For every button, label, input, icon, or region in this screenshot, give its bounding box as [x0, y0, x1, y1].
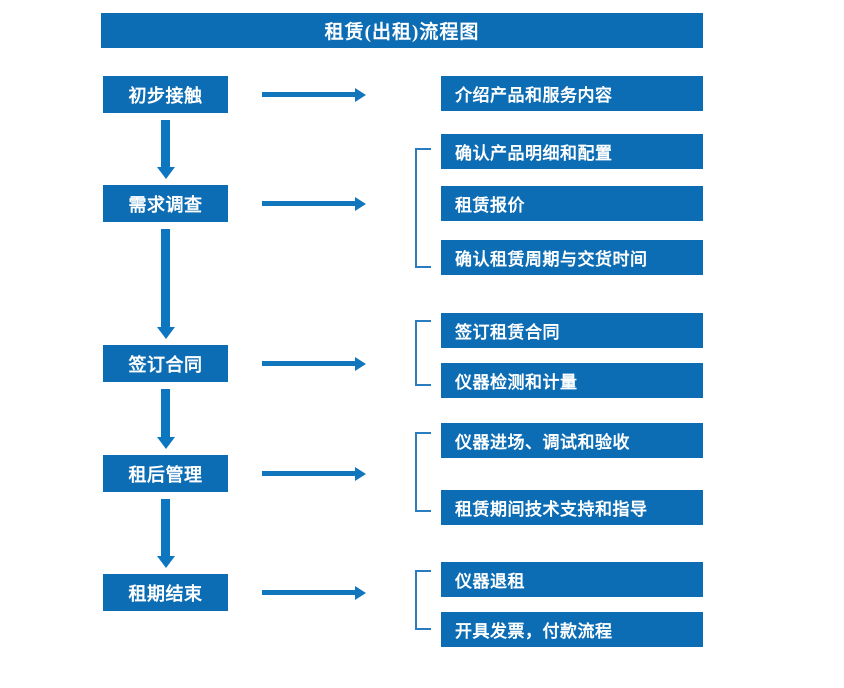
page-title: 租赁(出租)流程图	[101, 13, 703, 48]
bracket-group-4	[415, 432, 431, 512]
detail-box-4[interactable]: 确认租赁周期与交货时间	[441, 240, 703, 275]
detail-box-3[interactable]: 租赁报价	[441, 186, 703, 221]
stage-box-3[interactable]: 签订合同	[103, 345, 228, 382]
horizontal-arrow-1	[262, 92, 356, 97]
detail-box-8[interactable]: 租赁期间技术支持和指导	[441, 490, 703, 525]
stage-box-1[interactable]: 初步接触	[103, 76, 228, 113]
detail-box-7[interactable]: 仪器进场、调试和验收	[441, 423, 703, 458]
vertical-arrow-4	[161, 499, 170, 557]
detail-box-1[interactable]: 介绍产品和服务内容	[441, 76, 703, 111]
detail-box-10[interactable]: 开具发票，付款流程	[441, 612, 703, 647]
vertical-arrow-3	[161, 389, 170, 438]
stage-box-4[interactable]: 租后管理	[103, 455, 228, 492]
vertical-arrow-2	[161, 229, 170, 328]
detail-box-6[interactable]: 仪器检测和计量	[441, 363, 703, 398]
horizontal-arrow-3	[262, 361, 356, 366]
stage-box-2[interactable]: 需求调查	[103, 185, 228, 222]
horizontal-arrow-5	[262, 590, 356, 595]
vertical-arrow-1	[161, 120, 170, 168]
horizontal-arrow-4	[262, 471, 356, 476]
stage-box-5[interactable]: 租期结束	[103, 574, 228, 611]
detail-box-9[interactable]: 仪器退租	[441, 562, 703, 597]
detail-box-2[interactable]: 确认产品明细和配置	[441, 134, 703, 169]
detail-box-5[interactable]: 签订租赁合同	[441, 313, 703, 348]
bracket-group-2	[415, 148, 431, 268]
horizontal-arrow-2	[262, 201, 356, 206]
bracket-group-3	[415, 320, 431, 386]
bracket-group-5	[415, 570, 431, 630]
